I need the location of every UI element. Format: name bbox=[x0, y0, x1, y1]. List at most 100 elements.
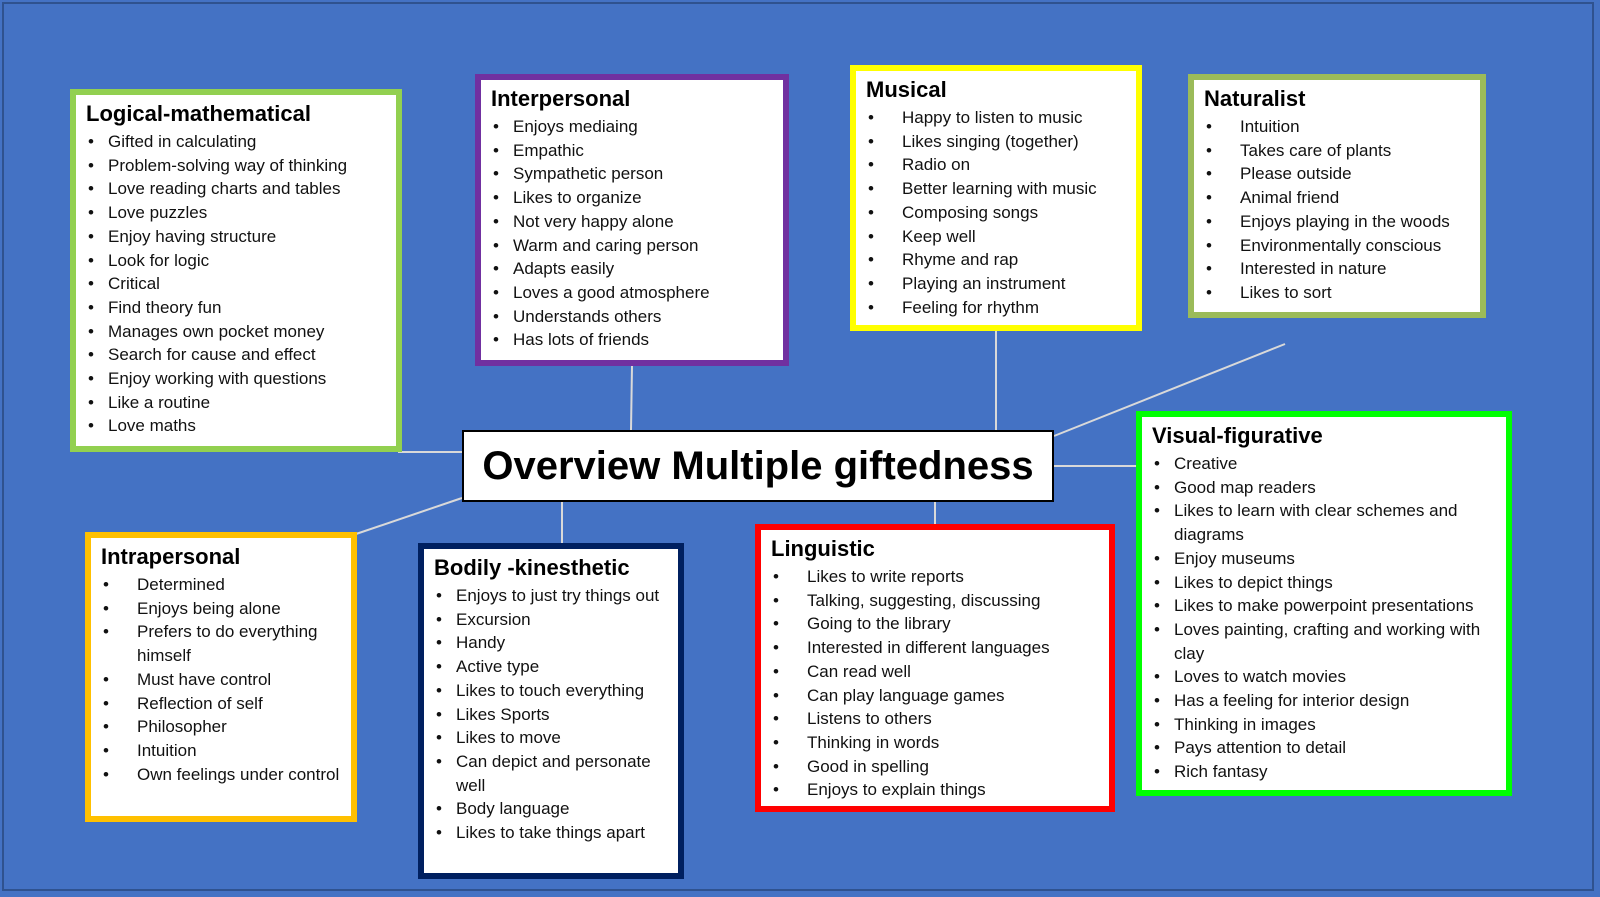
list-item: Likes to organize bbox=[491, 186, 775, 210]
list-item: Determined bbox=[101, 573, 343, 597]
list-item: Likes to learn with clear schemes and di… bbox=[1152, 499, 1498, 546]
list-item: Problem-solving way of thinking bbox=[86, 154, 388, 178]
list-item: Intuition bbox=[1204, 115, 1472, 139]
list-item: Prefers to do everything himself bbox=[101, 620, 343, 667]
list-item: Find theory fun bbox=[86, 296, 388, 320]
list-item: Must have control bbox=[101, 668, 343, 692]
list-item: Excursion bbox=[434, 608, 670, 632]
list-item: Environmentally conscious bbox=[1204, 234, 1472, 258]
item-list: Intuition Takes care of plants Please ou… bbox=[1204, 115, 1472, 305]
list-item: Enjoys being alone bbox=[101, 597, 343, 621]
list-item: Search for cause and effect bbox=[86, 343, 388, 367]
item-list: Happy to listen to music Likes singing (… bbox=[866, 106, 1128, 319]
item-list: Enjoys to just try things out Excursion … bbox=[434, 584, 670, 845]
list-item: Going to the library bbox=[771, 612, 1101, 636]
list-item: Interested in different languages bbox=[771, 636, 1101, 660]
connector-interpersonal bbox=[630, 365, 633, 431]
box-naturalist: Naturalist Intuition Takes care of plant… bbox=[1188, 74, 1486, 318]
list-item: Likes Sports bbox=[434, 703, 670, 727]
list-item: Thinking in images bbox=[1152, 713, 1498, 737]
list-item: Empathic bbox=[491, 139, 775, 163]
list-item: Warm and caring person bbox=[491, 234, 775, 258]
list-item: Radio on bbox=[866, 153, 1128, 177]
list-item: Can depict and personate well bbox=[434, 750, 670, 797]
list-item: Happy to listen to music bbox=[866, 106, 1128, 130]
box-interpersonal: Interpersonal Enjoys mediaing Empathic S… bbox=[475, 74, 789, 366]
box-title: Visual-figurative bbox=[1152, 423, 1323, 448]
list-item: Has lots of friends bbox=[491, 328, 775, 352]
item-list: Enjoys mediaing Empathic Sympathetic per… bbox=[491, 115, 775, 352]
list-item: Likes to take things apart bbox=[434, 821, 670, 845]
list-item: Enjoys to just try things out bbox=[434, 584, 670, 608]
list-item: Feeling for rhythm bbox=[866, 296, 1128, 320]
list-item: Likes singing (together) bbox=[866, 130, 1128, 154]
list-item: Likes to make powerpoint presentations bbox=[1152, 594, 1498, 618]
list-item: Talking, suggesting, discussing bbox=[771, 589, 1101, 613]
list-item: Intuition bbox=[101, 739, 343, 763]
list-item: Good in spelling bbox=[771, 755, 1101, 779]
list-item: Rich fantasy bbox=[1152, 760, 1498, 784]
list-item: Critical bbox=[86, 272, 388, 296]
list-item: Philosopher bbox=[101, 715, 343, 739]
list-item: Likes to move bbox=[434, 726, 670, 750]
list-item: Listens to others bbox=[771, 707, 1101, 731]
list-item: Sympathetic person bbox=[491, 162, 775, 186]
list-item: Good map readers bbox=[1152, 476, 1498, 500]
list-item: Takes care of plants bbox=[1204, 139, 1472, 163]
list-item: Not very happy alone bbox=[491, 210, 775, 234]
list-item: Creative bbox=[1152, 452, 1498, 476]
list-item: Reflection of self bbox=[101, 692, 343, 716]
center-title: Overview Multiple giftedness bbox=[462, 430, 1054, 502]
list-item: Likes to sort bbox=[1204, 281, 1472, 305]
list-item: Active type bbox=[434, 655, 670, 679]
item-list: Creative Good map readers Likes to learn… bbox=[1152, 452, 1498, 784]
list-item: Likes to touch everything bbox=[434, 679, 670, 703]
list-item: Has a feeling for interior design bbox=[1152, 689, 1498, 713]
list-item: Keep well bbox=[866, 225, 1128, 249]
list-item: Composing songs bbox=[866, 201, 1128, 225]
list-item: Understands others bbox=[491, 305, 775, 329]
box-title: Intrapersonal bbox=[101, 544, 241, 569]
list-item: Enjoys mediaing bbox=[491, 115, 775, 139]
list-item: Handy bbox=[434, 631, 670, 655]
list-item: Better learning with music bbox=[866, 177, 1128, 201]
list-item: Like a routine bbox=[86, 391, 388, 415]
box-title: Logical-mathematical bbox=[86, 101, 311, 126]
box-title: Interpersonal bbox=[491, 86, 631, 111]
list-item: Loves painting, crafting and working wit… bbox=[1152, 618, 1498, 665]
list-item: Enjoy having structure bbox=[86, 225, 388, 249]
list-item: Enjoys playing in the woods bbox=[1204, 210, 1472, 234]
box-visual-figurative: Visual-figurative Creative Good map read… bbox=[1136, 411, 1512, 796]
box-title: Bodily -kinesthetic bbox=[434, 555, 630, 580]
list-item: Likes to write reports bbox=[771, 565, 1101, 589]
list-item: Love puzzles bbox=[86, 201, 388, 225]
list-item: Enjoys to explain things bbox=[771, 778, 1101, 802]
list-item: Rhyme and rap bbox=[866, 248, 1128, 272]
item-list: Likes to write reports Talking, suggesti… bbox=[771, 565, 1101, 802]
list-item: Interested in nature bbox=[1204, 257, 1472, 281]
list-item: Pays attention to detail bbox=[1152, 736, 1498, 760]
list-item: Thinking in words bbox=[771, 731, 1101, 755]
list-item: Love reading charts and tables bbox=[86, 177, 388, 201]
list-item: Body language bbox=[434, 797, 670, 821]
list-item: Can play language games bbox=[771, 684, 1101, 708]
list-item: Look for logic bbox=[86, 249, 388, 273]
list-item: Enjoy museums bbox=[1152, 547, 1498, 571]
list-item: Loves a good atmosphere bbox=[491, 281, 775, 305]
list-item: Enjoy working with questions bbox=[86, 367, 388, 391]
item-list: Gifted in calculating Problem-solving wa… bbox=[86, 130, 388, 438]
box-title: Linguistic bbox=[771, 536, 875, 561]
box-title: Naturalist bbox=[1204, 86, 1306, 111]
list-item: Can read well bbox=[771, 660, 1101, 684]
list-item: Playing an instrument bbox=[866, 272, 1128, 296]
item-list: Determined Enjoys being alone Prefers to… bbox=[101, 573, 343, 786]
box-musical: Musical Happy to listen to music Likes s… bbox=[850, 65, 1142, 331]
list-item: Please outside bbox=[1204, 162, 1472, 186]
box-logical-mathematical: Logical-mathematical Gifted in calculati… bbox=[70, 89, 402, 452]
list-item: Loves to watch movies bbox=[1152, 665, 1498, 689]
list-item: Love maths bbox=[86, 414, 388, 438]
box-bodily-kinesthetic: Bodily -kinesthetic Enjoys to just try t… bbox=[418, 543, 684, 879]
connector-naturalist bbox=[1053, 343, 1286, 437]
